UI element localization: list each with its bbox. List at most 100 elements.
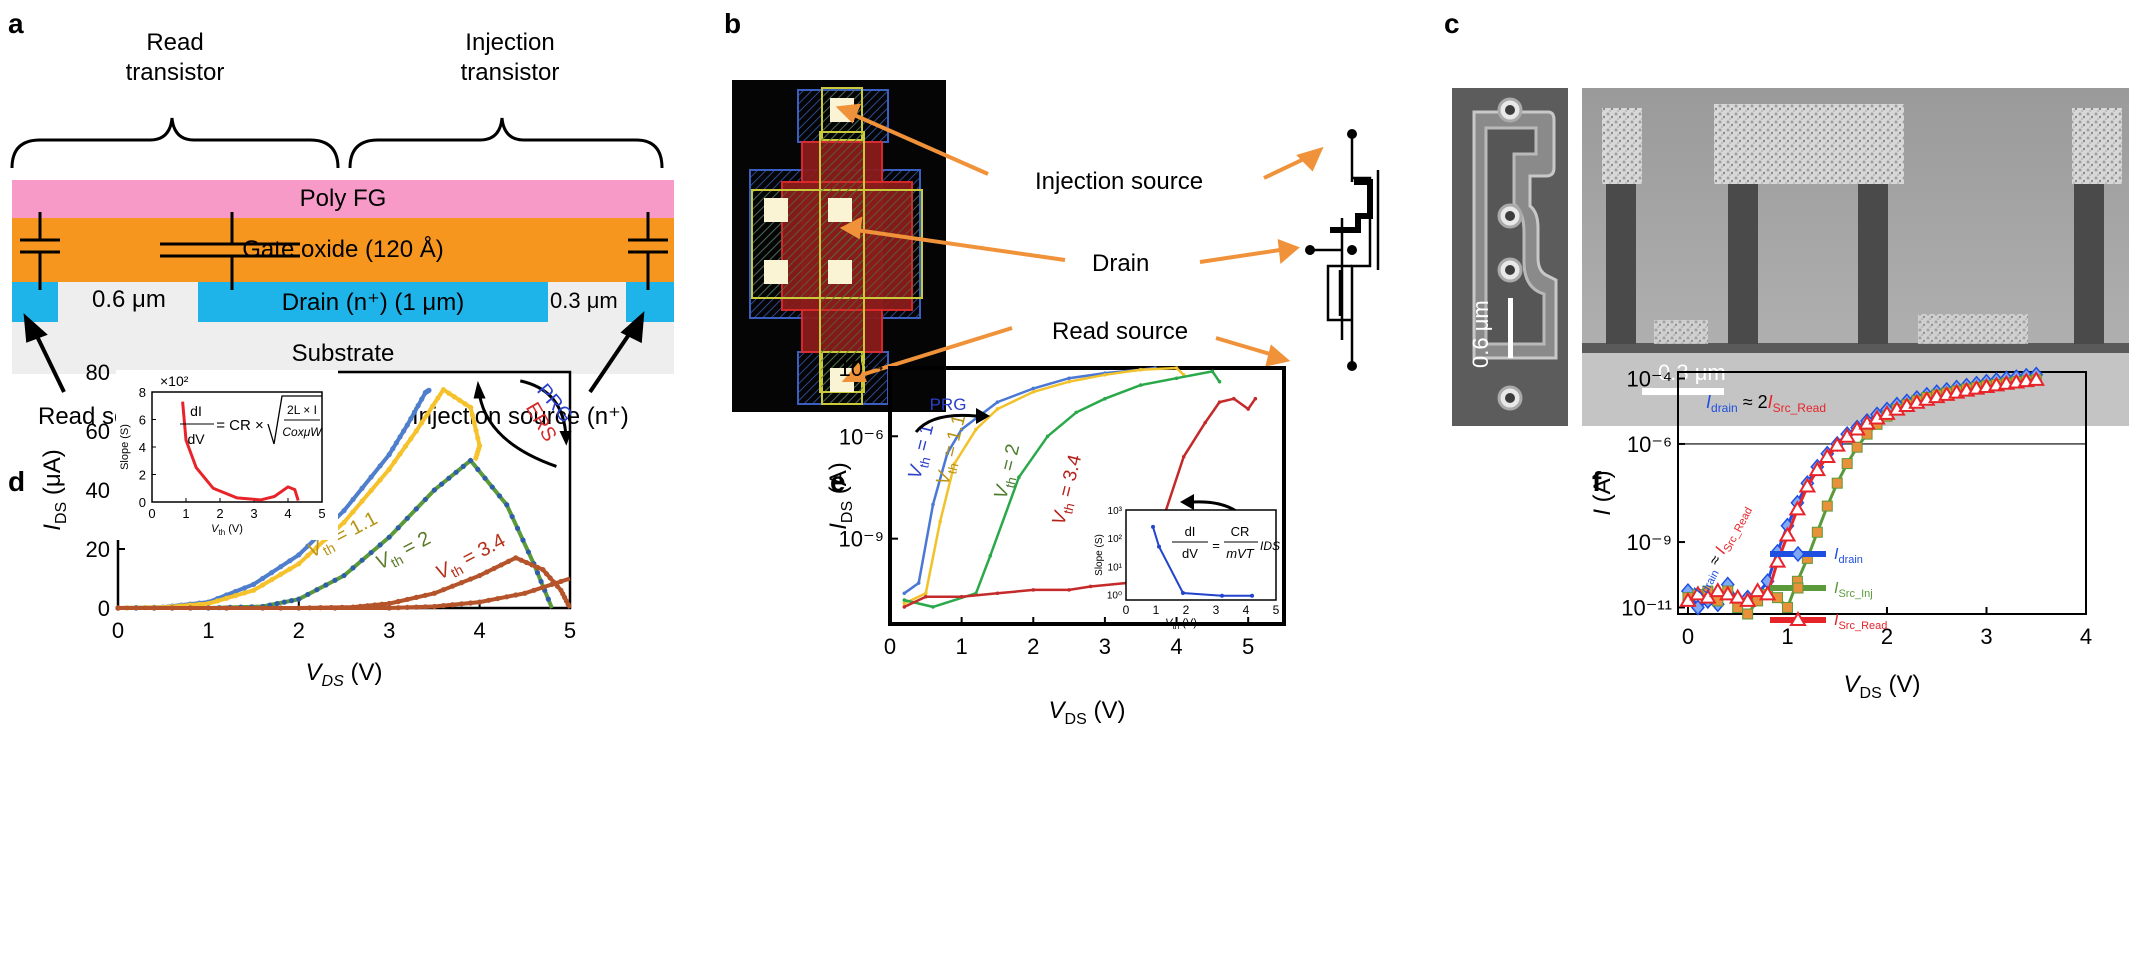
series-point	[1074, 410, 1079, 415]
inset-y-label: Slope (S)	[1094, 534, 1105, 576]
inset-y-tick-label: 10¹	[1108, 562, 1123, 573]
series-point	[545, 596, 551, 602]
series-point	[439, 481, 445, 487]
series-point	[390, 446, 396, 452]
series-point	[1778, 526, 1797, 542]
capacitor-symbols	[20, 212, 668, 394]
series-point	[1203, 420, 1207, 425]
series-point	[1811, 526, 1823, 538]
x-tick-label: 1	[956, 634, 968, 659]
inset-point	[1220, 593, 1224, 598]
series-point	[386, 600, 392, 607]
series-point	[540, 584, 546, 590]
series-point	[446, 390, 452, 396]
y-tick-label: 10⁻¹¹	[1621, 595, 1672, 620]
series-point	[332, 605, 338, 611]
x-axis-label: VDS (V)	[1844, 671, 1921, 702]
series-point	[1742, 608, 1754, 620]
formula-sqrt-num: 2L × I	[287, 403, 317, 417]
series-point	[422, 604, 428, 610]
series-point	[469, 412, 475, 418]
series-point	[404, 596, 410, 603]
series-point	[1031, 588, 1036, 592]
series-point	[471, 420, 477, 426]
series-point	[522, 590, 528, 596]
series-point	[558, 578, 564, 585]
series-point	[513, 555, 519, 561]
series-point	[952, 461, 957, 466]
series-point	[350, 565, 356, 571]
series-point	[916, 581, 921, 585]
series-point	[931, 605, 935, 609]
y-axis-label: IDS (A)	[825, 462, 856, 530]
prg-label: PRG	[930, 395, 967, 414]
series-point	[269, 577, 275, 583]
series-point	[422, 592, 428, 598]
panel-b-layout: Injection source Drain Read source	[730, 70, 1430, 430]
panel-label-a: a	[8, 8, 24, 39]
y-tick-label: 80	[86, 360, 110, 385]
inset-y-tick-label: 10³	[1108, 506, 1123, 517]
series-point	[460, 463, 466, 469]
x-axis-label: VDS (V)	[306, 659, 383, 690]
inset-x-tick-label: 2	[1183, 603, 1190, 617]
series-point	[274, 600, 280, 607]
series-point	[314, 544, 320, 550]
x-tick-label: 1	[202, 618, 214, 643]
series-point	[305, 552, 311, 559]
series-point	[341, 572, 347, 579]
series-point	[205, 600, 211, 607]
series-point	[959, 594, 964, 599]
series-point	[513, 592, 519, 598]
x-tick-label: 2	[293, 618, 305, 643]
series-point	[2027, 370, 2045, 386]
x-axis-label: VDS (V)	[1049, 697, 1126, 728]
series-point	[1217, 400, 1222, 404]
series-point	[426, 387, 432, 393]
x-tick-label: 1	[1781, 624, 1793, 649]
series-point	[1031, 390, 1036, 394]
series-point	[401, 428, 407, 434]
x-tick-label: 2	[1881, 624, 1893, 649]
formula-den: dV	[1182, 546, 1198, 561]
series-point	[482, 475, 488, 481]
x-tick-label: 4	[1170, 634, 1182, 659]
series-point	[260, 582, 266, 588]
series-point	[251, 587, 257, 593]
series-point	[386, 452, 392, 458]
series-point	[377, 542, 383, 548]
x-tick-label: 3	[383, 618, 395, 643]
series-point	[404, 422, 410, 428]
panel-a-cross-section: Read transistor Injection transistor Pol…	[0, 0, 700, 440]
series-point	[458, 601, 465, 607]
series-point	[440, 603, 447, 609]
inset-x-tick-label: 0	[148, 506, 155, 521]
series-point	[1067, 376, 1071, 381]
inset-frame	[1125, 509, 1277, 601]
legend-label: ISrc_Read	[1834, 612, 1887, 632]
scale-bar-label-left: 0.6 μm	[1468, 300, 1493, 368]
series-point	[543, 571, 550, 577]
series-point	[514, 525, 521, 531]
inset-y-tick-label: 8	[139, 385, 146, 400]
annotation-top: Idrain ≈ 2ISrc_Read	[1706, 392, 1826, 415]
series-point	[386, 466, 392, 472]
series-point	[486, 597, 492, 603]
series-point	[1738, 591, 1757, 607]
series-point	[938, 519, 942, 524]
series-point	[169, 605, 175, 611]
series-point	[1210, 369, 1215, 374]
series-point	[1045, 434, 1050, 439]
drain-callout: Drain	[1092, 250, 1150, 277]
panel-c-micrographs: 0.6 μm 0.3 μm	[1452, 88, 2129, 428]
panel-label-f: f	[1592, 466, 1602, 497]
x-tick-label: 0	[1682, 624, 1694, 649]
legend-label: ISrc_Inj	[1834, 580, 1873, 600]
inset-x-tick-label: 1	[1153, 603, 1160, 617]
series-point	[1798, 477, 1817, 493]
y-tick-label: 10⁻⁹	[1626, 530, 1672, 555]
series-point	[431, 590, 437, 596]
y-tick-label: 20	[86, 537, 110, 562]
layout-drawing	[732, 80, 1380, 412]
